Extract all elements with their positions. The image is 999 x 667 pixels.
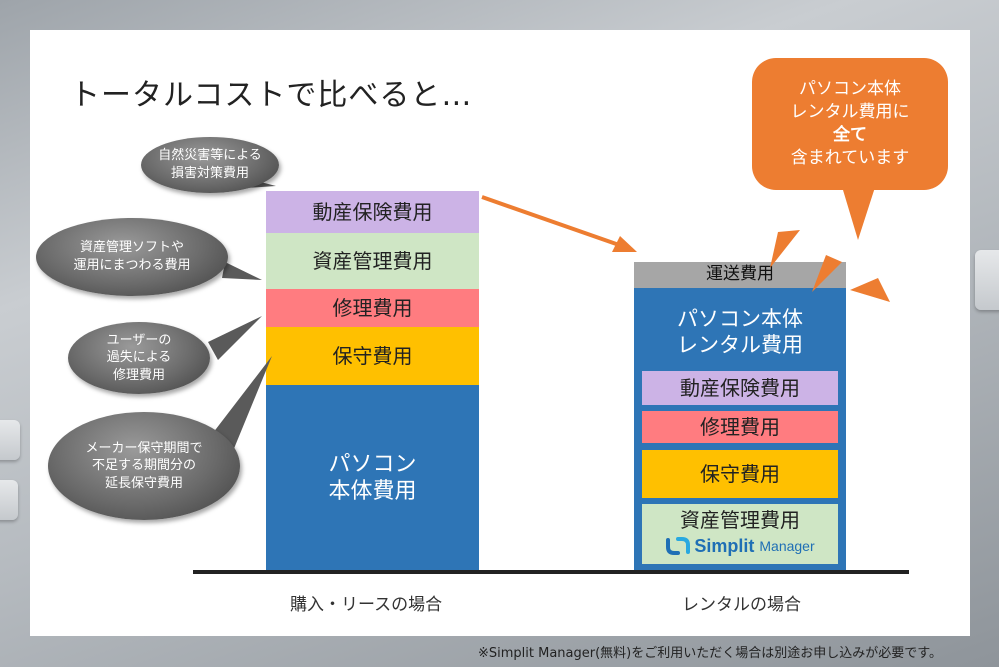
rental-inner-repair: 修理費用 (642, 411, 838, 443)
simplit-manager-logo: Simplit Manager (665, 535, 815, 558)
segment-label: 資産管理費用 (312, 248, 433, 273)
segment-label: 動産保険費用 (680, 375, 800, 400)
purchase-segment-asset-management: 資産管理費用 (266, 233, 479, 289)
bubble-extended-warranty: メーカー保守期間で 不足する期間分の 延長保守費用 (48, 412, 240, 520)
bubble-text: メーカー保守期間で 不足する期間分の 延長保守費用 (85, 440, 203, 491)
bubble-asset-software-cost: 資産管理ソフトや 運用にまつわる費用 (36, 218, 228, 296)
callout-line2: レンタル費用に (790, 102, 910, 123)
bubble-disaster-cost: 自然災害等による 損害対策費用 (141, 137, 279, 193)
segment-label: 資産管理費用 (680, 508, 800, 532)
bubble-tail (208, 316, 262, 360)
rental-segment-shipping: 運送費用 (634, 262, 846, 288)
arrow-line (481, 195, 623, 248)
footnote: ※Simplit Manager(無料)をご利用いただく場合は別途お申し込みが必… (478, 646, 942, 661)
rental-caption: レンタルの場合 (682, 595, 801, 615)
callout-line4: 含まれています (790, 147, 910, 168)
logo-text: Simplit (694, 536, 755, 556)
segment-label: 動産保険費用 (312, 199, 433, 224)
bubble-text: 資産管理ソフトや 運用にまつわる費用 (73, 240, 191, 273)
callout-line1: パソコン本体 (799, 79, 901, 100)
rental-inner-insurance: 動産保険費用 (642, 371, 838, 405)
callout-line3: 全て (833, 125, 867, 145)
bubble-text: ユーザーの 過失による 修理費用 (106, 332, 172, 383)
bubble-tail (222, 262, 262, 280)
purchase-caption: 購入・リースの場合 (290, 595, 443, 615)
rental-inner-maintenance: 保守費用 (642, 450, 838, 498)
callout-spike (812, 255, 842, 292)
callout-spike (850, 278, 890, 302)
callout-spike (770, 230, 800, 268)
simplit-logo-icon (666, 537, 691, 556)
callout-spike (840, 178, 878, 240)
background-keyboard-key (0, 480, 18, 520)
background-keyboard-key (975, 250, 999, 310)
segment-label: 保守費用 (700, 461, 780, 486)
purchase-segment-maintenance: 保守費用 (266, 327, 479, 385)
logo-subtext: Manager (759, 537, 815, 554)
rental-callout: パソコン本体 レンタル費用に 全て 含まれています (752, 58, 948, 190)
bubble-user-error-repair: ユーザーの 過失による 修理費用 (68, 322, 210, 394)
background-keyboard-key (0, 420, 20, 460)
segment-label: 運送費用 (706, 264, 774, 285)
segment-label: パソコン 本体費用 (328, 451, 417, 505)
rental-main-label: パソコン本体 レンタル費用 (677, 307, 803, 358)
purchase-segment-repair: 修理費用 (266, 289, 479, 327)
arrow-head (612, 236, 637, 252)
rental-inner-asset-management: 資産管理費用 Simplit Manager (642, 504, 838, 564)
bubble-text: 自然災害等による 損害対策費用 (158, 148, 262, 181)
purchase-segment-insurance: 動産保険費用 (266, 191, 479, 233)
page-title: トータルコストで比べると… (70, 78, 473, 113)
segment-label: 修理費用 (700, 414, 780, 439)
segment-label: 修理費用 (332, 295, 413, 320)
segment-label: 保守費用 (332, 343, 413, 368)
purchase-segment-pc-body: パソコン 本体費用 (266, 385, 479, 571)
